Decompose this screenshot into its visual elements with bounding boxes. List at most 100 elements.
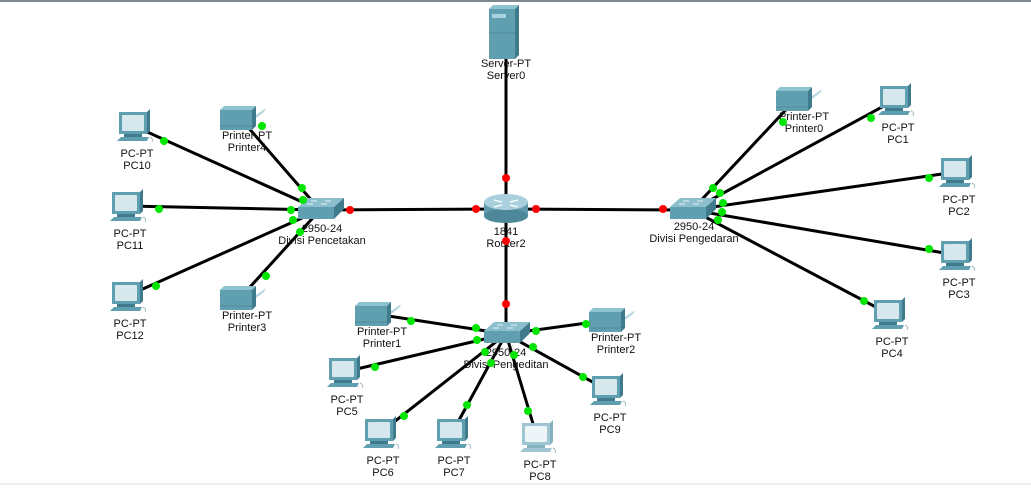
link-light-down — [502, 174, 510, 182]
link-pc4-sw-pengedaran[interactable] — [691, 208, 890, 316]
link-light-up — [709, 184, 717, 192]
device-name-label: Printer3 — [228, 322, 267, 334]
device-name-label: Printer1 — [363, 338, 402, 350]
device-name-label: PC4 — [881, 348, 902, 360]
link-pc8-sw-pengeditan[interactable] — [504, 333, 539, 438]
pc-icon — [110, 189, 147, 223]
device-name-label: PC3 — [948, 289, 969, 301]
pc-icon — [110, 279, 147, 313]
device-model-label: PC-PT — [943, 277, 976, 289]
device-model-label: PC-PT — [876, 336, 909, 348]
link-light-up — [473, 336, 481, 344]
device-name-label: PC9 — [599, 424, 620, 436]
device-name-label: Printer2 — [597, 344, 636, 356]
printer-icon — [776, 87, 822, 111]
device-model-label: Printer-PT — [357, 326, 407, 338]
link-light-up — [510, 351, 518, 359]
device-model-label: Printer-PT — [779, 111, 829, 123]
link-light-up — [481, 348, 489, 356]
device-name-label: Divisi Pengeditan — [464, 359, 549, 371]
link-light-up — [287, 206, 295, 214]
link-pc1-sw-pengedaran[interactable] — [691, 98, 896, 212]
pc-icon — [939, 155, 976, 189]
link-printer0-sw-pengedaran[interactable] — [690, 97, 798, 212]
link-light-up — [463, 401, 471, 409]
device-name-label: Printer0 — [785, 123, 824, 135]
link-pc12-sw-pencetakan[interactable] — [126, 208, 321, 298]
link-pc3-sw-pengedaran[interactable] — [691, 208, 957, 257]
device-name-label: Printer4 — [228, 142, 267, 154]
link-pc7-sw-pengeditan[interactable] — [450, 333, 508, 434]
link-light-up — [152, 282, 160, 290]
pc-icon — [327, 355, 364, 389]
device-model-label: PC-PT — [121, 148, 154, 160]
pc-icon — [872, 297, 909, 331]
link-printer3-sw-pencetakan[interactable] — [238, 208, 322, 300]
link-light-up — [155, 205, 163, 213]
pc-icon — [590, 373, 627, 407]
device-name-label: PC2 — [948, 206, 969, 218]
pc-icon — [363, 416, 400, 450]
link-light-up — [716, 189, 724, 197]
link-light-up — [472, 324, 480, 332]
device-model-label: 2950-24 — [486, 347, 526, 359]
link-light-up — [925, 245, 933, 253]
device-model-label: Server-PT — [481, 58, 531, 70]
printer-icon — [355, 302, 401, 326]
link-light-up — [298, 184, 306, 192]
link-pc2-sw-pengedaran[interactable] — [691, 170, 957, 212]
device-name-label: PC6 — [372, 467, 393, 479]
device-model-label: 2950-24 — [302, 223, 342, 235]
device-model-label: PC-PT — [114, 318, 147, 330]
device-name-label: PC1 — [887, 134, 908, 146]
device-name-label: PC12 — [116, 330, 144, 342]
device-model-label: Printer-PT — [222, 310, 272, 322]
switch-icon — [298, 198, 344, 219]
device-model-label: PC-PT — [367, 455, 400, 467]
link-printer4-sw-pencetakan[interactable] — [238, 117, 322, 211]
link-light-up — [487, 359, 495, 367]
link-light-up — [714, 216, 722, 224]
link-light-up — [779, 118, 787, 126]
link-light-up — [258, 122, 266, 130]
device-model-label: PC-PT — [438, 455, 471, 467]
device-model-label: PC-PT — [331, 394, 364, 406]
link-light-down — [532, 205, 540, 213]
link-printer1-sw-pengeditan[interactable] — [374, 312, 507, 336]
link-light-down — [659, 205, 667, 213]
pc-icon — [878, 83, 915, 117]
link-light-up — [160, 137, 168, 145]
device-model-label: 2950-24 — [674, 221, 714, 233]
link-light-up — [262, 272, 270, 280]
pc-icon — [117, 109, 154, 143]
link-light-up — [524, 407, 532, 415]
device-name-label: PC10 — [123, 160, 151, 172]
device-model-label: Printer-PT — [222, 130, 272, 142]
link-pc9-sw-pengeditan[interactable] — [505, 332, 608, 392]
device-model-label: PC-PT — [114, 228, 147, 240]
pc-icon — [939, 238, 976, 272]
